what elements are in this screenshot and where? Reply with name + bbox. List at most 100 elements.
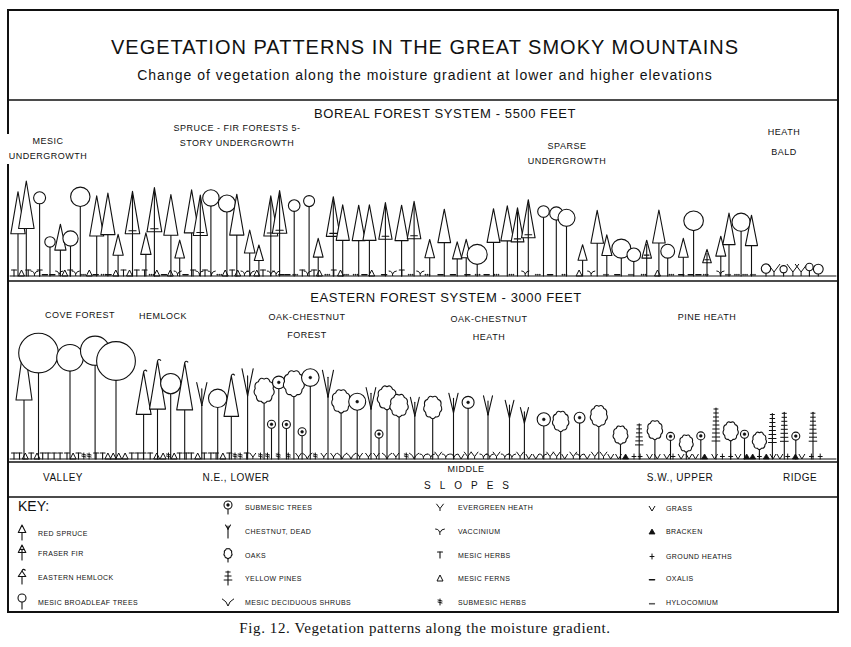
band-divider [8, 496, 838, 498]
mesic-herb [333, 270, 334, 276]
hylocomium [101, 274, 102, 275]
hylocomium [564, 274, 565, 275]
mesic-herb [142, 269, 147, 270]
hylocomium [738, 274, 739, 275]
chestnut-branch [487, 401, 488, 415]
broadleaf-crown [97, 342, 136, 381]
legend-label: BRACKEN [666, 527, 703, 536]
red-spruce-crown [175, 240, 185, 258]
red-spruce-trunk [17, 234, 18, 276]
red-spruce-crown [19, 181, 34, 229]
legend-label: EVERGREEN HEATH [458, 503, 533, 512]
chestnut-trunk [247, 396, 248, 459]
ground-heath [640, 454, 641, 459]
broadleaf-crown [558, 209, 575, 226]
vaccinium [304, 271, 312, 276]
slope-label: VALLEY [43, 472, 83, 484]
pine-whorl [714, 409, 718, 410]
pine-whorl [225, 576, 231, 577]
figure-caption: Fig. 12. Vegetation patterns along the m… [239, 619, 610, 638]
broadleaf-crown [19, 333, 59, 373]
hylocomium [725, 274, 726, 275]
deciduous-shrub [337, 453, 347, 459]
mesic-fern [113, 270, 119, 276]
evergreen-heath [795, 264, 807, 276]
mesic-herb [150, 453, 151, 459]
mesic-fern [655, 270, 661, 276]
evergreen-heath [436, 504, 443, 511]
submesic-trunk [357, 410, 358, 459]
ground-heath [730, 454, 731, 459]
hemlock-trunk [143, 414, 144, 459]
mesic-herb [123, 270, 124, 276]
broadleaf-crown [34, 192, 46, 204]
pine-whorl [780, 441, 788, 442]
red-spruce-trunk [358, 241, 359, 276]
mesic-herb [19, 453, 20, 459]
slope-band: VALLEYN.E., LOWERMIDDLESLOPESS.W., UPPER… [8, 463, 838, 497]
hylocomium [477, 274, 478, 275]
evergreen-heath [373, 453, 379, 459]
mesic-herb [94, 452, 99, 453]
hemlock-trunk [23, 400, 24, 459]
grass [735, 454, 741, 459]
submesic-herb [286, 454, 290, 455]
hemlock-crown [18, 571, 26, 577]
mesic-herb [179, 453, 180, 459]
red-spruce-trunk [342, 240, 343, 276]
mesic-herb [78, 453, 79, 459]
grass [664, 454, 670, 459]
bracken [649, 529, 655, 534]
red-spruce-trunk [507, 241, 508, 276]
broadleaf-trunk [667, 258, 668, 276]
broadleaf-crown [288, 200, 300, 212]
submesic-herb [438, 600, 442, 601]
chestnut-branch [415, 397, 420, 416]
broadleaf-trunk [95, 365, 96, 459]
vaccinium [389, 271, 397, 276]
chestnut-branch [201, 389, 202, 406]
broadleaf-trunk [226, 212, 227, 276]
fir-axis [270, 200, 271, 236]
hylocomium [750, 274, 751, 275]
red-spruce-trunk [466, 258, 467, 276]
red-spruce-crown [679, 238, 689, 257]
red-spruce-crown [602, 235, 612, 256]
fir-bar [197, 232, 204, 233]
bracken [792, 454, 798, 459]
vaccinium [539, 454, 547, 459]
ground-line [10, 276, 836, 277]
hemlock-tip [231, 374, 235, 376]
zone-label: COVE FOREST [45, 309, 115, 321]
submesic-dot [309, 376, 312, 379]
mesic-herb [31, 453, 32, 459]
pine-whorl [637, 428, 642, 429]
red-spruce-crown [336, 205, 349, 241]
broadleaf-crown [732, 213, 750, 231]
mesic-herb [186, 453, 187, 459]
chestnut-branch [488, 396, 493, 415]
mesic-fern [116, 453, 122, 459]
submesic-trunk [302, 436, 303, 459]
chestnut-branch [197, 383, 202, 406]
red-spruce-crown [101, 193, 115, 235]
fraser-fir-crown [522, 200, 536, 238]
broadleaf-trunk [809, 271, 810, 276]
vaccinium [521, 271, 529, 276]
mesic-fern [235, 270, 241, 276]
legend-label: MESIC BROADLEAF TREES [38, 598, 138, 607]
grass [777, 454, 783, 459]
oxalis [285, 274, 290, 276]
grass [770, 454, 776, 459]
vaccinium [716, 271, 724, 276]
hylocomium [649, 603, 650, 604]
pine-trunk [784, 412, 785, 459]
hylocomium [643, 274, 644, 275]
oak-crown [424, 396, 442, 419]
chestnut-trunk [227, 529, 228, 538]
fraser-fir-trunk [706, 263, 707, 276]
bracken [744, 454, 750, 459]
mesic-herb [42, 453, 43, 459]
vaccinium [435, 529, 445, 535]
oak-trunk [759, 449, 760, 459]
